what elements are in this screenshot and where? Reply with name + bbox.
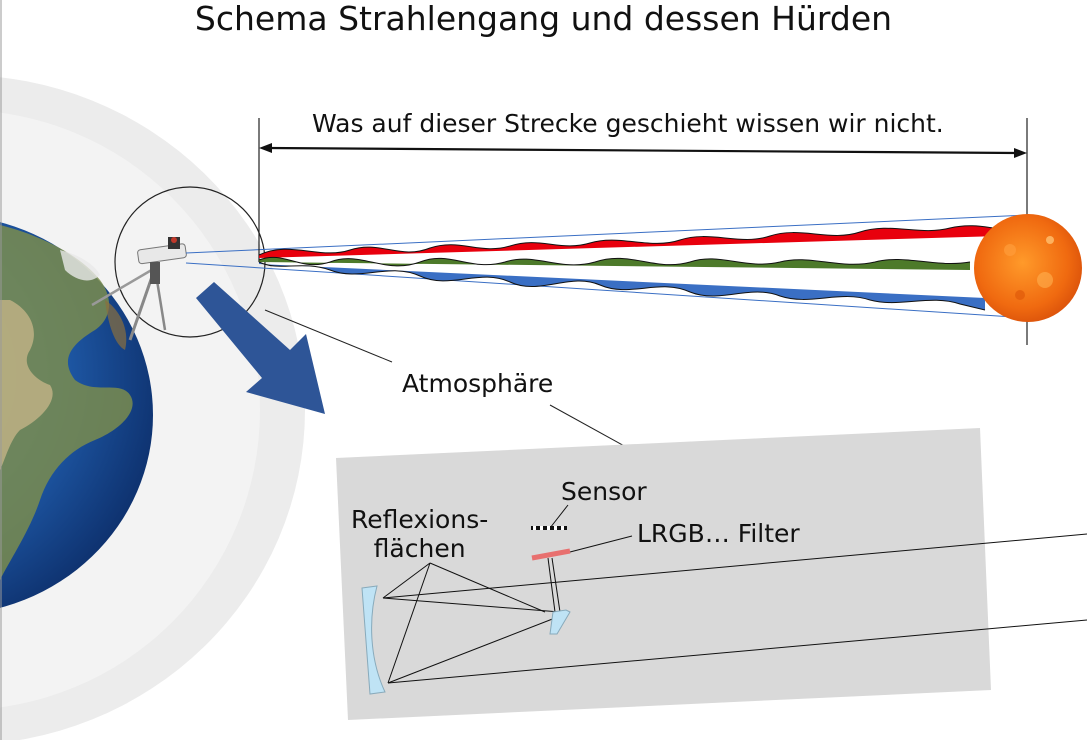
light-cone bbox=[185, 214, 1029, 319]
optical-rays bbox=[382, 504, 1087, 684]
sensor-label: Sensor bbox=[561, 477, 647, 506]
telescope-icon bbox=[91, 237, 187, 341]
sensor-icon bbox=[531, 526, 567, 530]
filter-label: LRGB… Filter bbox=[637, 519, 800, 548]
page-title: Schema Strahlengang und dessen Hürden bbox=[194, 0, 893, 38]
reflection-label-line1: Reflexions- bbox=[351, 505, 489, 534]
filter-icon bbox=[531, 548, 571, 561]
blue-beam bbox=[258, 261, 986, 311]
secondary-mirror-icon bbox=[549, 609, 571, 635]
atmosphere-label: Atmosphäre bbox=[402, 369, 554, 398]
reflection-surfaces-label: Reflexions- flächen bbox=[351, 505, 489, 564]
arrow-icon bbox=[196, 282, 325, 414]
earth-icon bbox=[0, 222, 153, 608]
inset-panel bbox=[336, 428, 991, 720]
sun-icon bbox=[974, 214, 1082, 322]
reflection-label-line2: flächen bbox=[373, 533, 466, 563]
mirror-icon bbox=[361, 585, 386, 695]
red-beam bbox=[258, 225, 1001, 258]
unknown-path-label: Was auf dieser Strecke geschieht wissen … bbox=[312, 109, 944, 138]
green-beam bbox=[258, 256, 971, 270]
atmosphere-leader bbox=[264, 309, 393, 363]
